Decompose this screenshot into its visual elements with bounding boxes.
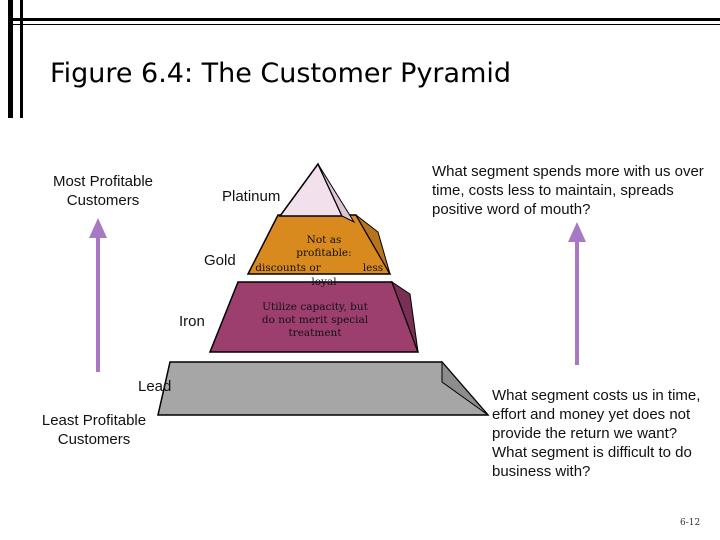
gold-note-line1: Not as profitable: xyxy=(296,234,352,259)
lead-label: Lead xyxy=(138,378,172,395)
frame-bar-top-thin xyxy=(8,24,720,25)
lead-tier-side xyxy=(441,360,489,416)
right-question-top: What segment spends more with us over ti… xyxy=(432,163,704,218)
iron-tier-side xyxy=(390,280,419,353)
page-number: 6-12 xyxy=(680,518,701,528)
platinum-tier-side xyxy=(317,163,356,224)
gold-label: Gold xyxy=(204,252,236,269)
most-profitable-label: Most Profitable Customers xyxy=(52,173,154,209)
gold-note-right: less xyxy=(362,262,384,274)
frame-bar-top xyxy=(8,18,720,21)
least-profitable-label: Least Profitable Customers xyxy=(41,412,147,448)
gold-note-line3: loyal xyxy=(311,276,337,288)
left-arrow-head xyxy=(89,218,107,238)
gold-tier-side xyxy=(355,214,391,275)
iron-label: Iron xyxy=(179,313,205,330)
gold-note-line2: discounts or xyxy=(255,262,321,274)
lead-tier-front xyxy=(157,361,490,416)
iron-note: Utilize capacity, but do not merit speci… xyxy=(261,301,369,339)
title-band xyxy=(30,40,720,115)
page-title: Figure 6.4: The Customer Pyramid xyxy=(50,58,512,89)
platinum-label: Platinum xyxy=(222,188,281,205)
right-arrow-head xyxy=(568,222,586,242)
right-question-bottom: What segment costs us in time, effort an… xyxy=(492,387,701,480)
